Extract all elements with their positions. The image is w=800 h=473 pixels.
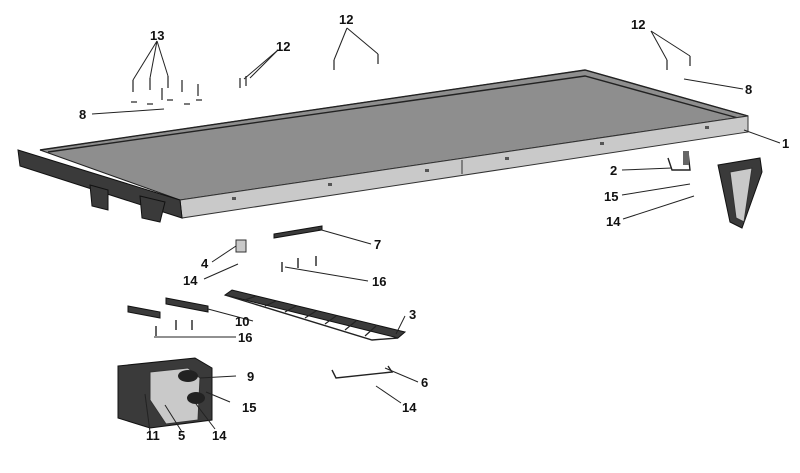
callout-12-right: 12 (631, 17, 645, 32)
callout-labels: 1 2 3 4 5 6 7 8 8 9 10 11 12 12 12 13 14… (79, 12, 789, 443)
callout-6: 6 (421, 375, 428, 390)
ladder-frame (223, 289, 407, 341)
callout-8-left: 8 (79, 107, 86, 122)
callout-13: 13 (150, 28, 164, 43)
hardware-screws (131, 76, 202, 105)
callout-7: 7 (374, 237, 381, 252)
corner-block (717, 157, 763, 229)
platform-body (17, 69, 749, 223)
callout-2: 2 (610, 163, 617, 178)
callout-5: 5 (178, 428, 185, 443)
callout-10: 10 (235, 314, 249, 329)
block-assembly (117, 357, 213, 429)
callout-9: 9 (247, 369, 254, 384)
side-bars (127, 297, 209, 319)
pins-lower (155, 320, 193, 336)
callout-15-block: 15 (242, 400, 256, 415)
callout-12-left: 12 (276, 39, 290, 54)
clip-part (235, 239, 247, 253)
callout-14-block: 14 (212, 428, 227, 443)
callout-16-upper: 16 (372, 274, 386, 289)
callout-15-right: 15 (604, 189, 618, 204)
rail-bar (273, 225, 323, 239)
callout-1: 1 (782, 136, 789, 151)
bracket-part (667, 151, 691, 171)
callout-3: 3 (409, 307, 416, 322)
leader-lines (91, 27, 781, 433)
callout-16-lower: 16 (238, 330, 252, 345)
callout-14-upper: 14 (183, 273, 198, 288)
channel-part (331, 365, 394, 379)
callout-8-right: 8 (745, 82, 752, 97)
callout-4: 4 (201, 256, 209, 271)
pins-upper (281, 256, 317, 272)
callout-12-center: 12 (339, 12, 353, 27)
callout-14-channel: 14 (402, 400, 417, 415)
callout-11: 11 (146, 428, 160, 443)
callout-14-right: 14 (606, 214, 621, 229)
